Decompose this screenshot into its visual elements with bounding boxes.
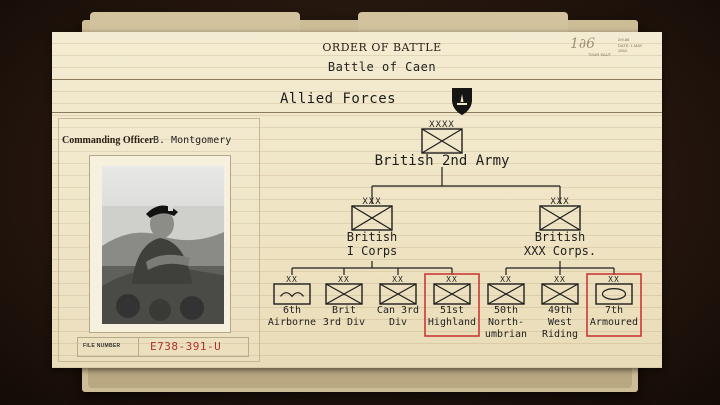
division-unit-symbol: XX [487,275,525,305]
infantry-cross-b [541,283,579,305]
unit-frame [351,205,393,231]
stamp-number: 2/9-86 [618,37,630,42]
commander-photo [102,166,224,324]
echelon-marker: XX [446,275,458,284]
division-name: 6th Airborne [267,305,317,328]
infantry-cross-b [487,283,525,305]
unit-frame [595,283,633,305]
commander-photo-frame [89,155,231,333]
division-unit-symbol: XX [541,275,579,305]
echelon-marker: XXX [550,197,569,207]
allied-shield-icon [452,88,472,115]
file-number-row: FILE NUMBER E738-391-U [77,337,249,357]
echelon-marker: XXX [362,197,381,207]
army-name: British 2nd Army [374,153,510,169]
unit-frame [541,283,579,305]
battle-name: Battle of Caen [327,60,437,74]
unit-frame [539,205,581,231]
commander-label: Commanding Officer [62,135,154,146]
document-stamp: 1∂6 2/9-86 DATE: 1 MAY 1944 TOUR SAUT [570,36,650,58]
echelon-marker: XX [338,275,350,284]
corps-nodes: XXX XXX [351,197,581,231]
airborne-symbol [280,292,304,298]
stamp-signature: 1∂6 [570,36,596,52]
file-row-divider [138,338,139,356]
org-chart-lines [291,167,615,275]
title-divider [52,79,662,80]
unit-frame [379,283,417,305]
army-node: XXXX [421,120,463,154]
division-nodes: XX XX XX XX XX XX XX [273,273,642,337]
infantry-cross-b [421,128,463,154]
division-unit-symbol: XX [433,275,471,305]
unit-frame [433,283,471,305]
document-title: ORDER OF BATTLE [322,41,442,54]
division-name: Brit 3rd Div [322,305,366,328]
echelon-marker: XX [286,275,298,284]
echelon-marker: XXXX [429,120,455,130]
unit-frame [421,128,463,154]
division-highlight [586,273,642,337]
folder-bottom [88,366,632,388]
division-name: Can 3rd Div [376,305,420,328]
unit-frame [325,283,363,305]
echelon-marker: XX [500,275,512,284]
infantry-cross-b [433,283,471,305]
order-of-battle-sheet: ORDER OF BATTLE Battle of Caen 1∂6 2/9-8… [52,32,662,368]
corps-unit-symbol: XXX [539,197,581,231]
division-unit-symbol: XX [595,275,633,305]
unit-frame [487,283,525,305]
division-highlight [424,273,480,337]
division-name: 7th Armoured [589,305,639,328]
unit-frame [273,283,311,305]
corps-unit-symbol: XXX [351,197,393,231]
commander-name: B. Montgomery [153,135,232,146]
division-unit-symbol: XX [325,275,363,305]
section-divider [52,112,662,113]
file-number-value: E738-391-U [150,340,222,353]
echelon-marker: XX [608,275,620,284]
division-unit-symbol: XX [273,275,311,305]
commander-card: Commanding Officer B. Montgomery [58,118,260,362]
division-unit-symbol: XX [379,275,417,305]
armour-symbol [601,288,627,301]
stamp-date: DATE: 1 MAY 1944 [618,43,643,53]
army-unit-symbol: XXXX [421,120,463,154]
file-number-label: FILE NUMBER [83,343,121,349]
stamp-location: TOUR SAUT [588,52,612,57]
division-name: 49th West Riding [541,305,579,340]
echelon-marker: XX [392,275,404,284]
infantry-cross-b [351,205,393,231]
infantry-cross-b [379,283,417,305]
folder-tab-right [358,12,568,34]
corps-name: British XXX Corps. [523,230,597,258]
corps-name: British I Corps [346,230,398,258]
infantry-cross-b [325,283,363,305]
forces-title: Allied Forces [280,91,397,107]
division-name: 50th North- umbrian [484,305,528,340]
echelon-marker: XX [554,275,566,284]
folder-tab-left [90,12,300,34]
division-name: 51st Highland [427,305,477,328]
infantry-cross-b [539,205,581,231]
